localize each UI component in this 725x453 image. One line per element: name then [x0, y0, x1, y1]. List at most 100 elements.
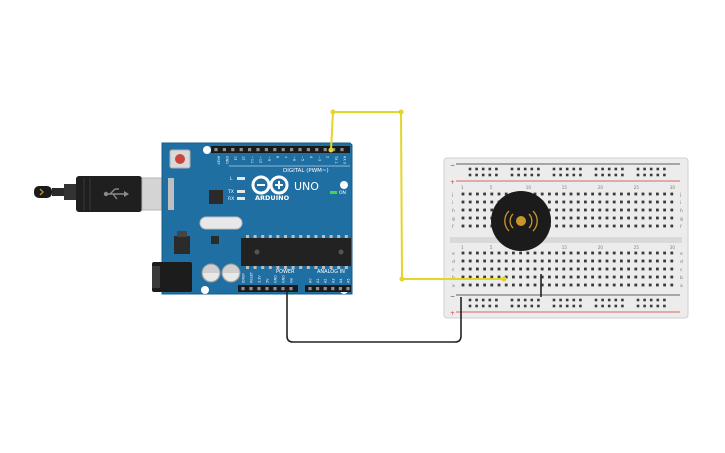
breadboard-hole[interactable]: [461, 224, 465, 228]
breadboard-hole[interactable]: [591, 200, 594, 204]
breadboard-hole[interactable]: [512, 283, 515, 287]
breadboard-hole[interactable]: [670, 224, 674, 228]
breadboard-hole[interactable]: [512, 259, 515, 263]
breadboard-hole[interactable]: [670, 208, 674, 212]
breadboard-hole[interactable]: [490, 275, 494, 279]
breadboard-hole[interactable]: [605, 200, 609, 204]
breadboard-hole[interactable]: [490, 192, 494, 196]
digital-pin-hole[interactable]: [332, 148, 336, 152]
rail-hole[interactable]: [510, 304, 514, 308]
breadboard-hole[interactable]: [591, 208, 594, 212]
digital-pin-hole[interactable]: [214, 148, 218, 152]
breadboard-hole[interactable]: [627, 216, 630, 220]
breadboard-hole[interactable]: [612, 224, 616, 228]
breadboard-hole[interactable]: [562, 259, 566, 263]
digital-pin-hole[interactable]: [239, 148, 243, 152]
rail-hole[interactable]: [488, 298, 492, 302]
breadboard-hole[interactable]: [576, 192, 580, 196]
rail-hole[interactable]: [607, 298, 611, 302]
breadboard-hole[interactable]: [569, 283, 573, 287]
rail-hole[interactable]: [656, 304, 660, 308]
breadboard-hole[interactable]: [526, 283, 530, 287]
breadboard-hole[interactable]: [497, 275, 501, 279]
rail-hole[interactable]: [601, 173, 604, 177]
signal-wire[interactable]: [328, 109, 507, 282]
rail-hole[interactable]: [579, 167, 582, 171]
breadboard-hole[interactable]: [612, 283, 616, 287]
breadboard-hole[interactable]: [584, 259, 587, 263]
breadboard-hole[interactable]: [576, 267, 580, 271]
breadboard-hole[interactable]: [533, 267, 537, 271]
breadboard-hole[interactable]: [612, 267, 616, 271]
breadboard-hole[interactable]: [533, 259, 537, 263]
breadboard-hole[interactable]: [468, 208, 472, 212]
breadboard-hole[interactable]: [648, 251, 652, 255]
rail-hole[interactable]: [552, 298, 556, 302]
breadboard-hole[interactable]: [641, 208, 645, 212]
digital-pin-hole[interactable]: [281, 148, 285, 152]
rail-hole[interactable]: [594, 304, 598, 308]
breadboard-hole[interactable]: [591, 275, 594, 279]
breadboard-hole[interactable]: [612, 275, 616, 279]
breadboard-hole[interactable]: [461, 267, 465, 271]
breadboard-hole[interactable]: [555, 192, 558, 196]
rail-hole[interactable]: [481, 304, 485, 308]
breadboard-hole[interactable]: [490, 259, 494, 263]
breadboard-hole[interactable]: [641, 267, 645, 271]
rail-hole[interactable]: [517, 167, 520, 171]
breadboard-hole[interactable]: [641, 200, 645, 204]
breadboard-hole[interactable]: [576, 259, 580, 263]
breadboard-hole[interactable]: [468, 192, 472, 196]
breadboard-hole[interactable]: [569, 224, 573, 228]
breadboard-hole[interactable]: [504, 283, 508, 287]
digital-pin-hole[interactable]: [340, 148, 344, 152]
breadboard-hole[interactable]: [548, 259, 551, 263]
rail-hole[interactable]: [481, 167, 485, 171]
piezo-buzzer[interactable]: [491, 191, 551, 251]
breadboard-hole[interactable]: [476, 208, 479, 212]
rail-hole[interactable]: [481, 173, 485, 177]
rail-hole[interactable]: [468, 304, 472, 308]
breadboard-hole[interactable]: [555, 275, 558, 279]
breadboard-hole[interactable]: [562, 251, 566, 255]
rail-hole[interactable]: [530, 167, 534, 171]
breadboard-hole[interactable]: [663, 224, 666, 228]
rail-hole[interactable]: [579, 304, 582, 308]
breadboard-hole[interactable]: [584, 224, 587, 228]
breadboard-hole[interactable]: [584, 283, 587, 287]
power-pin-hole[interactable]: [249, 287, 253, 291]
rail-hole[interactable]: [517, 173, 520, 177]
breadboard-hole[interactable]: [656, 208, 659, 212]
rail-hole[interactable]: [559, 304, 562, 308]
breadboard-hole[interactable]: [656, 275, 659, 279]
breadboard-hole[interactable]: [483, 216, 486, 220]
breadboard-hole[interactable]: [476, 200, 479, 204]
breadboard-hole[interactable]: [656, 216, 659, 220]
breadboard-hole[interactable]: [591, 224, 594, 228]
rail-hole[interactable]: [649, 173, 653, 177]
rail-hole[interactable]: [643, 167, 646, 171]
breadboard-hole[interactable]: [476, 216, 479, 220]
breadboard-hole[interactable]: [526, 267, 530, 271]
breadboard-hole[interactable]: [555, 283, 558, 287]
breadboard-hole[interactable]: [504, 259, 508, 263]
breadboard-hole[interactable]: [497, 283, 501, 287]
breadboard-hole[interactable]: [612, 208, 616, 212]
breadboard-hole[interactable]: [483, 283, 486, 287]
breadboard-hole[interactable]: [555, 259, 558, 263]
rail-hole[interactable]: [594, 173, 598, 177]
rail-hole[interactable]: [636, 298, 640, 302]
breadboard-hole[interactable]: [670, 267, 674, 271]
breadboard-hole[interactable]: [504, 192, 508, 196]
breadboard-hole[interactable]: [612, 216, 616, 220]
breadboard-hole[interactable]: [569, 192, 573, 196]
breadboard-hole[interactable]: [598, 208, 602, 212]
rail-hole[interactable]: [530, 173, 534, 177]
breadboard-hole[interactable]: [476, 259, 479, 263]
digital-pin-hole[interactable]: [248, 148, 252, 152]
breadboard-hole[interactable]: [519, 259, 522, 263]
analog-pin-hole[interactable]: [323, 287, 327, 291]
digital-pin-hole[interactable]: [290, 148, 294, 152]
rail-hole[interactable]: [643, 173, 646, 177]
rail-hole[interactable]: [523, 173, 527, 177]
